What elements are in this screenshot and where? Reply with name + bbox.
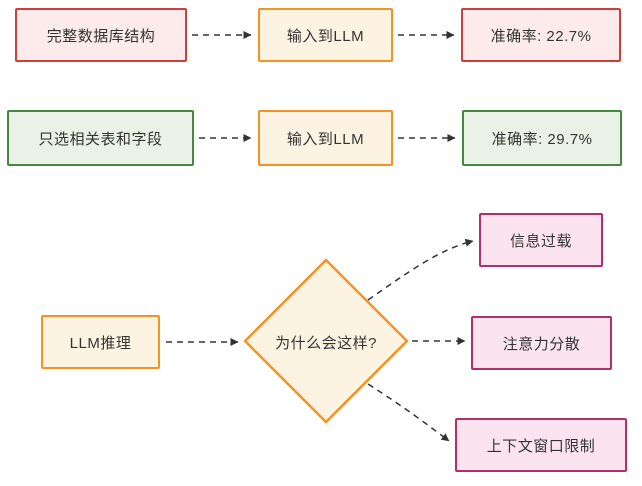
- node-llm-reasoning: LLM推理: [41, 315, 160, 369]
- node-cause-attention-dispersion: 注意力分散: [471, 316, 612, 370]
- node-cause-information-overload: 信息过载: [479, 213, 603, 267]
- arrow-question-to-context: [367, 383, 450, 442]
- arrow-question-to-overload: [367, 238, 474, 301]
- node-llm-reasoning-label: LLM推理: [69, 334, 132, 352]
- node-input-llm-1-label: 输入到LLM: [286, 27, 365, 45]
- node-accuracy-high-label: 准确率: 29.7%: [491, 130, 593, 148]
- question-diamond: [243, 258, 409, 424]
- node-cause-information-overload-label: 信息过载: [509, 232, 572, 250]
- node-full-schema: 完整数据库结构: [15, 8, 187, 62]
- node-selected-schema-label: 只选相关表和字段: [38, 130, 163, 148]
- node-cause-context-window-limit-label: 上下文窗口限制: [486, 437, 596, 455]
- node-selected-schema: 只选相关表和字段: [7, 110, 194, 166]
- node-input-llm-2: 输入到LLM: [258, 110, 393, 166]
- node-input-llm-2-label: 输入到LLM: [286, 130, 365, 148]
- node-input-llm-1: 输入到LLM: [258, 8, 393, 62]
- node-accuracy-high: 准确率: 29.7%: [462, 110, 622, 166]
- node-full-schema-label: 完整数据库结构: [46, 27, 156, 45]
- node-accuracy-low: 准确率: 22.7%: [461, 8, 621, 62]
- node-cause-context-window-limit: 上下文窗口限制: [455, 418, 627, 472]
- node-accuracy-low-label: 准确率: 22.7%: [490, 27, 592, 45]
- node-cause-attention-dispersion-label: 注意力分散: [502, 335, 581, 353]
- question-diamond-label: 为什么会这样?: [275, 335, 377, 352]
